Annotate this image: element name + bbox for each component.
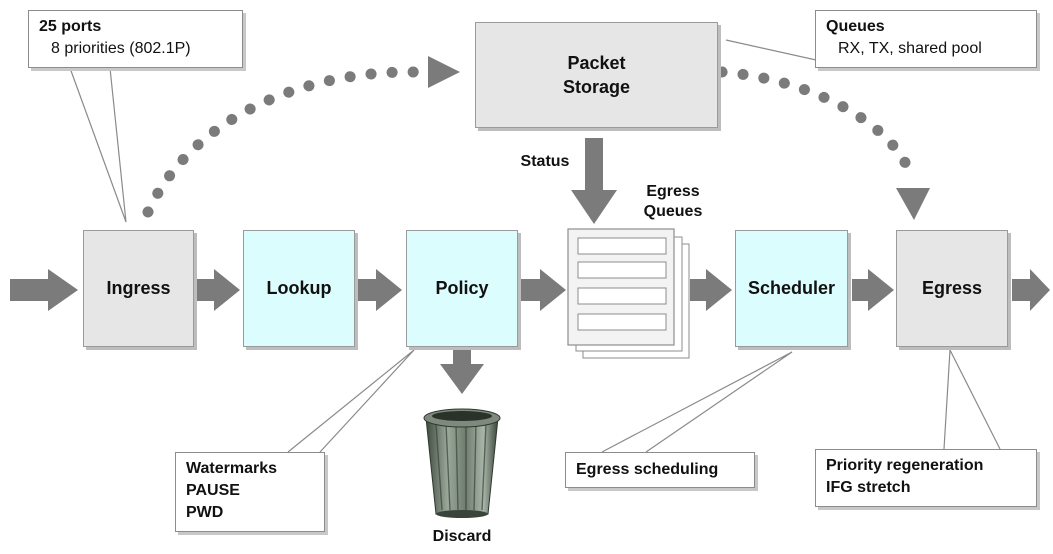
lookup-box: Lookup xyxy=(243,230,355,347)
discard-label: Discard xyxy=(432,528,492,545)
egress-callout: Priority regeneration IFG stretch xyxy=(815,449,1037,507)
egress-queues-stack xyxy=(567,228,690,359)
arrow-lookup-policy xyxy=(358,269,402,311)
packet-storage-line1: Packet xyxy=(567,53,626,73)
arrow-queues-scheduler xyxy=(690,269,732,311)
arrow-scheduler-egress xyxy=(852,269,894,311)
egress-queues-label: Egress Queues xyxy=(628,182,718,222)
egress-queues-line2: Queues xyxy=(643,203,703,220)
status-label: Status xyxy=(520,153,570,170)
policy-callout-line2: PAUSE xyxy=(186,482,240,499)
ingress-callout-title: 25 ports xyxy=(39,18,102,35)
policy-box: Policy xyxy=(406,230,518,347)
scheduler-callout-text: Egress scheduling xyxy=(576,461,719,478)
queues-callout-title: Queues xyxy=(826,18,885,35)
trash-can-icon xyxy=(423,408,501,518)
output-arrow xyxy=(1012,269,1050,311)
lookup-label: Lookup xyxy=(266,278,332,298)
dotted-arc-arrowhead-right xyxy=(896,188,930,220)
policy-callout: Watermarks PAUSE PWD xyxy=(175,452,325,532)
dotted-arc-arrowhead-left xyxy=(428,56,460,88)
ingress-callout-subtitle: 8 priorities (802.1P) xyxy=(51,40,191,57)
policy-callout-line3: PWD xyxy=(186,504,224,521)
dotted-arc-storage-egress xyxy=(716,66,918,186)
egress-box: Egress xyxy=(896,230,1008,347)
dotted-arc-ingress-storage xyxy=(142,66,424,218)
flow-arrows xyxy=(10,138,1050,394)
queue-slot-4 xyxy=(577,313,667,331)
queue-slot-3 xyxy=(577,287,667,305)
egress-queues-line1: Egress xyxy=(646,183,700,200)
discard-arrow xyxy=(440,346,484,394)
policy-label: Policy xyxy=(435,278,489,298)
queue-slot-2 xyxy=(577,261,667,279)
egress-callout-line1: Priority regeneration xyxy=(826,457,984,474)
egress-callout-line2: IFG stretch xyxy=(826,479,911,496)
input-arrow xyxy=(10,269,78,311)
queue-slot-1 xyxy=(577,237,667,255)
scheduler-box: Scheduler xyxy=(735,230,848,347)
queues-callout: Queues RX, TX, shared pool xyxy=(815,10,1037,68)
policy-callout-line1: Watermarks xyxy=(186,460,278,477)
arrow-policy-queues xyxy=(520,269,566,311)
packet-storage-box: Packet Storage xyxy=(475,22,718,128)
scheduler-callout: Egress scheduling xyxy=(565,452,755,488)
ingress-box: Ingress xyxy=(83,230,194,347)
queues-callout-subtitle: RX, TX, shared pool xyxy=(838,40,982,57)
scheduler-label: Scheduler xyxy=(747,278,836,298)
packet-storage-line2: Storage xyxy=(562,77,631,97)
status-arrow xyxy=(571,138,617,224)
egress-label: Egress xyxy=(921,278,983,298)
ingress-callout: 25 ports 8 priorities (802.1P) xyxy=(28,10,243,68)
ingress-label: Ingress xyxy=(106,278,171,298)
arrow-ingress-lookup xyxy=(196,269,240,311)
